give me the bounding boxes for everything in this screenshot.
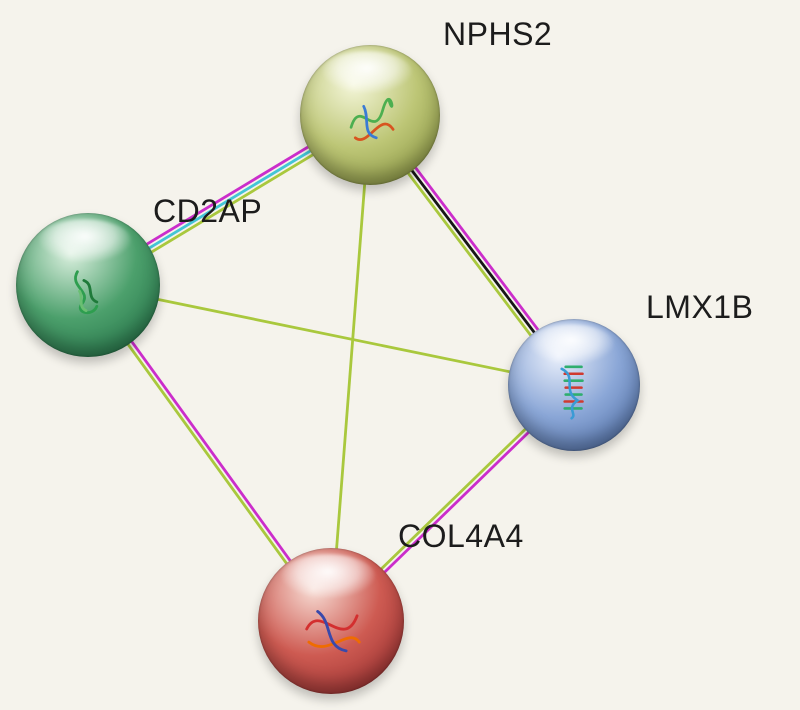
node-label-col4a4[interactable]: COL4A4	[398, 518, 524, 554]
node-label-lmx1b[interactable]: LMX1B	[646, 289, 754, 325]
edge-NPHS2-COL4A4[interactable]	[329, 114, 372, 622]
protein-node-lmx1b[interactable]	[508, 319, 640, 451]
node-label-cd2ap[interactable]: CD2AP	[153, 193, 263, 229]
protein-node-col4a4[interactable]	[258, 548, 404, 694]
protein-structure-thumbnail	[305, 610, 361, 653]
protein-node-nphs2[interactable]	[300, 45, 440, 185]
edge-line-textmining[interactable]	[329, 114, 372, 622]
edge-line-textmining[interactable]	[87, 283, 575, 387]
protein-structure-thumbnail	[73, 269, 99, 314]
edge-CD2AP-LMX1B[interactable]	[87, 283, 575, 387]
protein-structure-thumbnail	[560, 365, 585, 420]
protein-node-cd2ap[interactable]	[16, 213, 160, 357]
node-label-nphs2[interactable]: NPHS2	[443, 16, 553, 52]
sphere-gloss-highlight	[281, 553, 375, 598]
protein-structure-thumbnail	[349, 97, 395, 141]
sphere-gloss-highlight	[529, 324, 614, 364]
sphere-gloss-highlight	[322, 50, 412, 93]
sphere-gloss-highlight	[39, 218, 132, 262]
